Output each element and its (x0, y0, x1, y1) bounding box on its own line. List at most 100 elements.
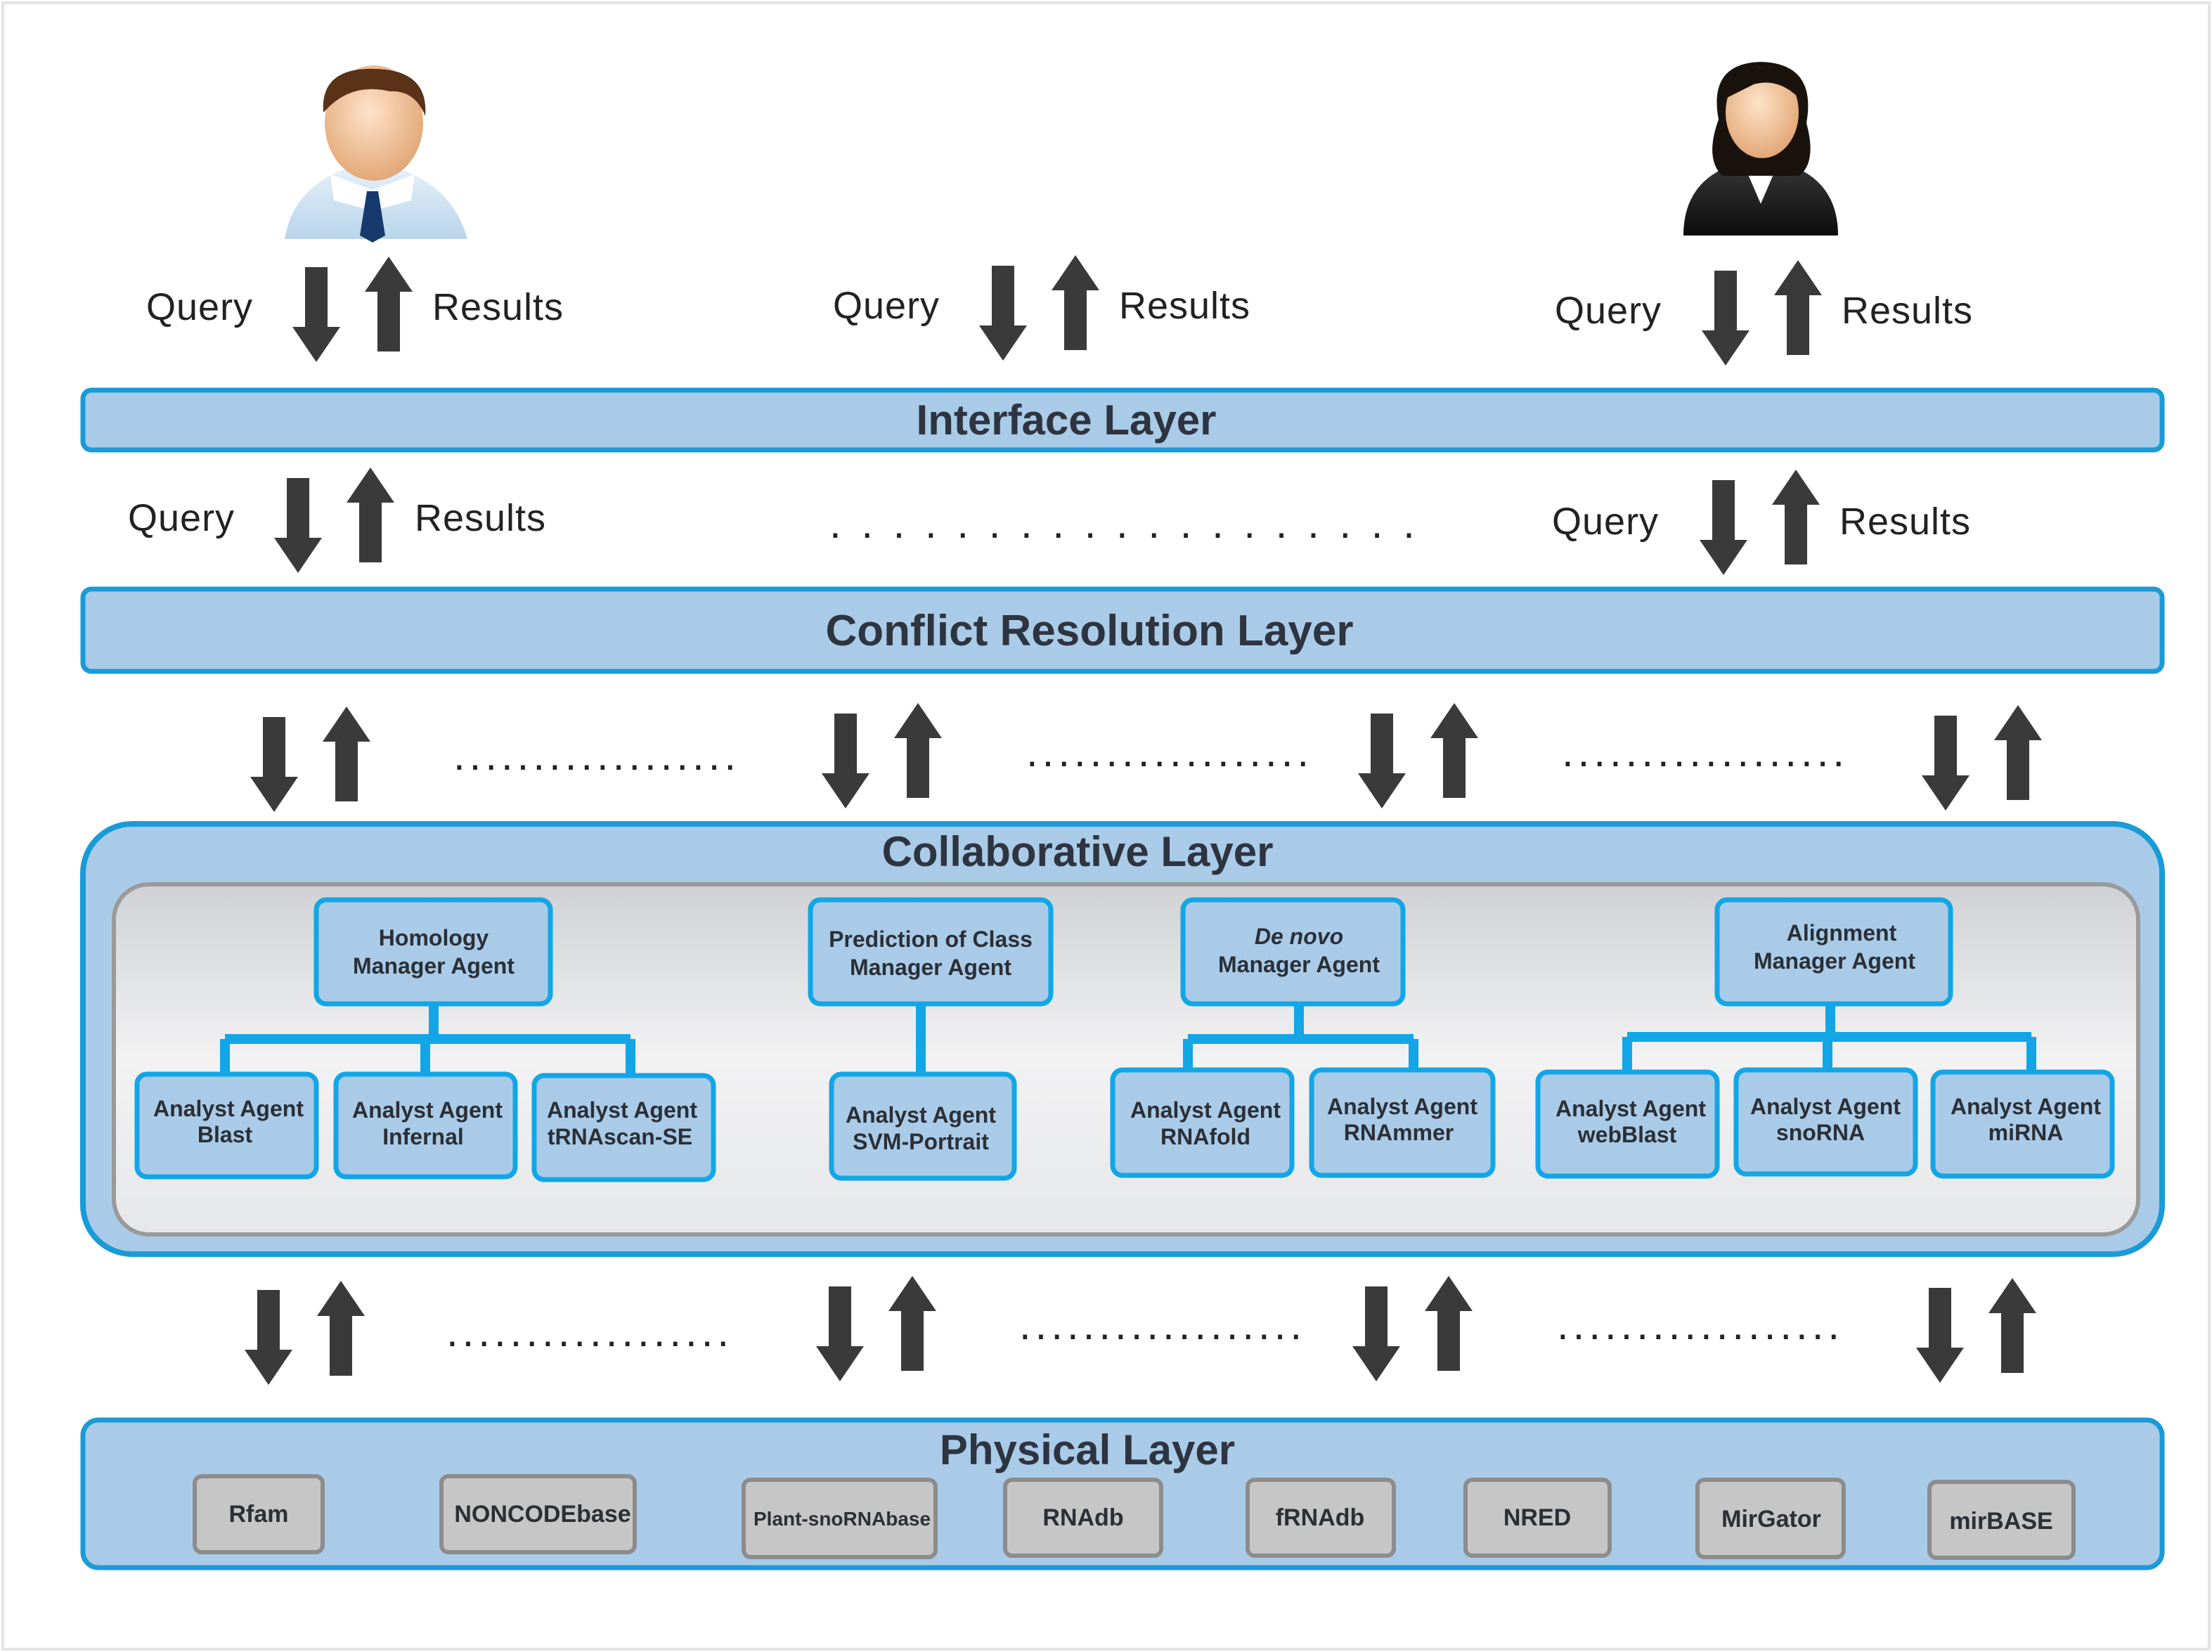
query-label: Query (1552, 501, 1659, 543)
database-mirbase: mirBASE (1927, 1480, 2076, 1560)
svg-text:Analyst Agent: Analyst Agent (547, 1097, 697, 1123)
manager-agent-alignment: Alignment Manager Agent (1714, 897, 1953, 1007)
up-arrow-icon (1052, 255, 1099, 350)
database-mirgator: MirGator (1695, 1478, 1846, 1559)
up-arrow-icon (1994, 705, 2042, 800)
svg-text:Plant-snoRNAbase: Plant-snoRNAbase (753, 1508, 931, 1530)
analyst-agent-svm-portrait: Analyst Agent SVM-Portrait (829, 1071, 1017, 1181)
down-arrow-icon (1352, 1286, 1400, 1381)
svg-text:tRNAscan-SE: tRNAscan-SE (548, 1124, 692, 1149)
io-row-top: Query Results Query Results Query Result… (146, 255, 1973, 366)
up-arrow-icon (323, 706, 370, 801)
down-arrow-icon (1358, 714, 1406, 808)
database-rnadb: RNAdb (1003, 1478, 1163, 1558)
results-label: Results (415, 497, 546, 539)
io-row-middle: Query Results . . . . . . . . . . . . . … (128, 467, 1971, 575)
svg-text:Analyst Agent: Analyst Agent (1327, 1094, 1477, 1119)
analyst-agent-trnascan-se: Analyst Agent tRNAscan-SE (531, 1073, 716, 1182)
svg-text:mirBASE: mirBASE (1949, 1508, 2052, 1535)
analyst-agent-infernal: Analyst Agent Infernal (333, 1071, 518, 1180)
analyst-agent-rnafold: Analyst Agent RNAfold (1110, 1067, 1295, 1178)
analyst-agent-mirna: Analyst Agent miRNA (1930, 1069, 2115, 1179)
agent-connectors (220, 1004, 2036, 1074)
analyst-agent-blast: Analyst Agent Blast (134, 1071, 319, 1180)
down-arrow-icon (1922, 716, 1970, 811)
svg-text:Analyst Agent: Analyst Agent (1130, 1097, 1281, 1123)
svg-text:RNAmmer: RNAmmer (1344, 1120, 1454, 1145)
svg-text:Analyst Agent: Analyst Agent (153, 1096, 304, 1121)
ellipsis: .................. (453, 732, 740, 779)
svg-text:RNAfold: RNAfold (1160, 1124, 1250, 1149)
analyst-agents: Analyst Agent Blast Analyst Agent Infern… (134, 1067, 2115, 1182)
svg-text:Rfam: Rfam (228, 1501, 288, 1528)
database-frnadb: fRNAdb (1246, 1478, 1396, 1558)
interface-layer-title: Interface Layer (917, 396, 1217, 444)
svg-text:NRED: NRED (1503, 1504, 1571, 1531)
results-label: Results (1119, 285, 1250, 327)
svg-text:Manager Agent: Manager Agent (1754, 948, 1915, 974)
ellipsis: .................. (1026, 728, 1313, 775)
up-arrow-icon (365, 257, 413, 351)
down-arrow-icon (979, 266, 1027, 361)
up-arrow-icon (1430, 703, 1478, 798)
ellipsis: .................. (1019, 1301, 1306, 1348)
physical-layer-title: Physical Layer (940, 1426, 1235, 1473)
female-user-icon (1683, 62, 1838, 235)
up-arrow-icon (317, 1281, 365, 1376)
svg-text:Analyst Agent: Analyst Agent (1750, 1094, 1901, 1119)
svg-text:Analyst Agent: Analyst Agent (352, 1097, 503, 1123)
down-arrow-icon (822, 714, 869, 808)
up-arrow-icon (888, 1276, 936, 1371)
male-user-icon (285, 65, 467, 243)
database-plant-snornabase: Plant-snoRNAbase (742, 1478, 938, 1559)
conflict-layer-title: Conflict Resolution Layer (826, 607, 1354, 655)
down-arrow-icon (1702, 271, 1749, 366)
database-rfam: Rfam (193, 1474, 325, 1554)
conflict-resolution-layer: Conflict Resolution Layer (80, 586, 2165, 674)
query-label: Query (833, 285, 940, 327)
down-arrow-icon (250, 717, 298, 812)
svg-text:Blast: Blast (198, 1122, 253, 1147)
down-arrow-icon (1700, 480, 1747, 575)
query-label: Query (146, 286, 253, 328)
svg-text:Infernal: Infernal (382, 1124, 464, 1149)
arrow-row-lower: .................. .................. ..… (245, 1276, 2036, 1385)
up-arrow-icon (1425, 1276, 1473, 1371)
ellipsis: .................. (446, 1308, 733, 1355)
databases: Rfam NONCODEbase Plant-snoRNAbase RNAdb … (193, 1474, 2076, 1560)
svg-text:Analyst Agent: Analyst Agent (846, 1102, 996, 1128)
database-noncodebase: NONCODEbase (439, 1474, 637, 1554)
svg-text:fRNAdb: fRNAdb (1276, 1504, 1365, 1531)
svg-text:snoRNA: snoRNA (1776, 1120, 1865, 1145)
svg-text:Manager Agent: Manager Agent (353, 953, 515, 979)
up-arrow-icon (1772, 470, 1820, 564)
arrow-row-upper: .................. .................. ..… (250, 703, 2042, 812)
svg-text:Manager Agent: Manager Agent (1218, 952, 1380, 977)
svg-text:webBlast: webBlast (1577, 1122, 1677, 1147)
analyst-agent-snorna: Analyst Agent snoRNA (1733, 1067, 1918, 1177)
database-nred: NRED (1463, 1478, 1612, 1558)
svg-text:Prediction of Class: Prediction of Class (829, 927, 1033, 952)
up-arrow-icon (894, 703, 942, 798)
down-arrow-icon (245, 1290, 292, 1385)
results-label: Results (1842, 290, 1973, 332)
query-label: Query (128, 497, 235, 539)
svg-text:SVM-Portrait: SVM-Portrait (853, 1129, 989, 1154)
svg-text:Analyst Agent: Analyst Agent (1951, 1094, 2101, 1119)
down-arrow-icon (274, 478, 322, 573)
results-label: Results (432, 286, 564, 328)
down-arrow-icon (1916, 1288, 1964, 1383)
svg-text:NONCODEbase: NONCODEbase (454, 1501, 630, 1528)
svg-text:miRNA: miRNA (1988, 1120, 2064, 1145)
results-label: Results (1839, 501, 1971, 543)
manager-agents: Homology Manager Agent Prediction of Cla… (313, 897, 1953, 1007)
svg-text:Manager Agent: Manager Agent (850, 955, 1011, 980)
svg-text:Alignment: Alignment (1787, 920, 1897, 946)
down-arrow-icon (816, 1286, 864, 1381)
manager-agent-prediction-of-class: Prediction of Class Manager Agent (808, 897, 1054, 1007)
up-arrow-icon (347, 467, 394, 562)
analyst-agent-webblast: Analyst Agent webBlast (1535, 1069, 1720, 1179)
svg-text:MirGator: MirGator (1721, 1506, 1821, 1532)
